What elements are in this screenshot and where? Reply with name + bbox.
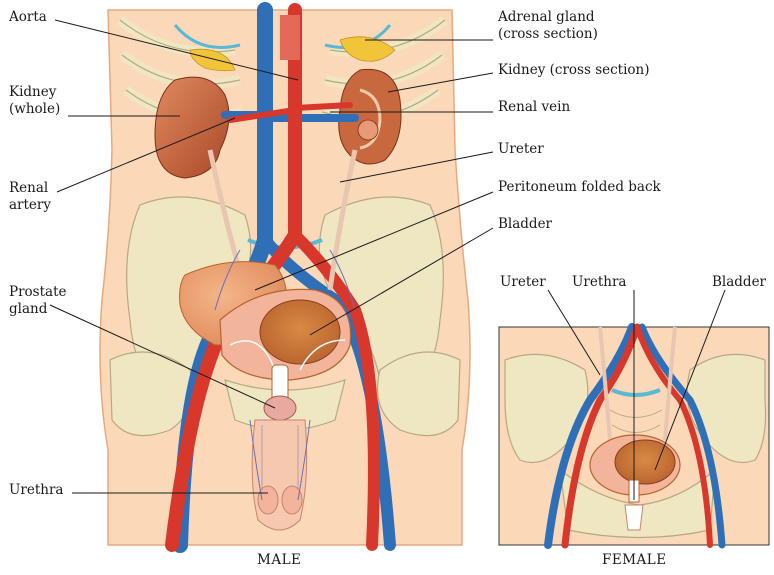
label-urethra-male: Urethra <box>9 482 63 499</box>
label-kidney-whole-line2: (whole) <box>9 101 60 118</box>
label-ureter: Ureter <box>498 141 544 158</box>
caption-male: MALE <box>257 552 301 568</box>
label-kidney-cross: Kidney (cross section) <box>498 62 650 79</box>
caption-female: FEMALE <box>602 552 667 568</box>
label-adrenal-line1: Adrenal gland <box>498 9 595 26</box>
label-prostate-line2: gland <box>9 301 47 318</box>
label-renal-artery-line2: artery <box>9 197 51 214</box>
label-adrenal-line2: (cross section) <box>498 26 598 43</box>
label-female-ureter: Ureter <box>500 274 546 291</box>
label-kidney-whole-line1: Kidney <box>9 84 56 101</box>
label-bladder: Bladder <box>498 216 552 233</box>
label-renal-vein: Renal vein <box>498 99 570 116</box>
label-renal-artery-line1: Renal <box>9 180 48 197</box>
label-female-urethra: Urethra <box>572 274 626 291</box>
label-prostate-line1: Prostate <box>9 284 66 301</box>
label-female-bladder: Bladder <box>712 274 766 291</box>
label-aorta: Aorta <box>9 9 47 26</box>
label-peritoneum: Peritoneum folded back <box>498 179 661 196</box>
